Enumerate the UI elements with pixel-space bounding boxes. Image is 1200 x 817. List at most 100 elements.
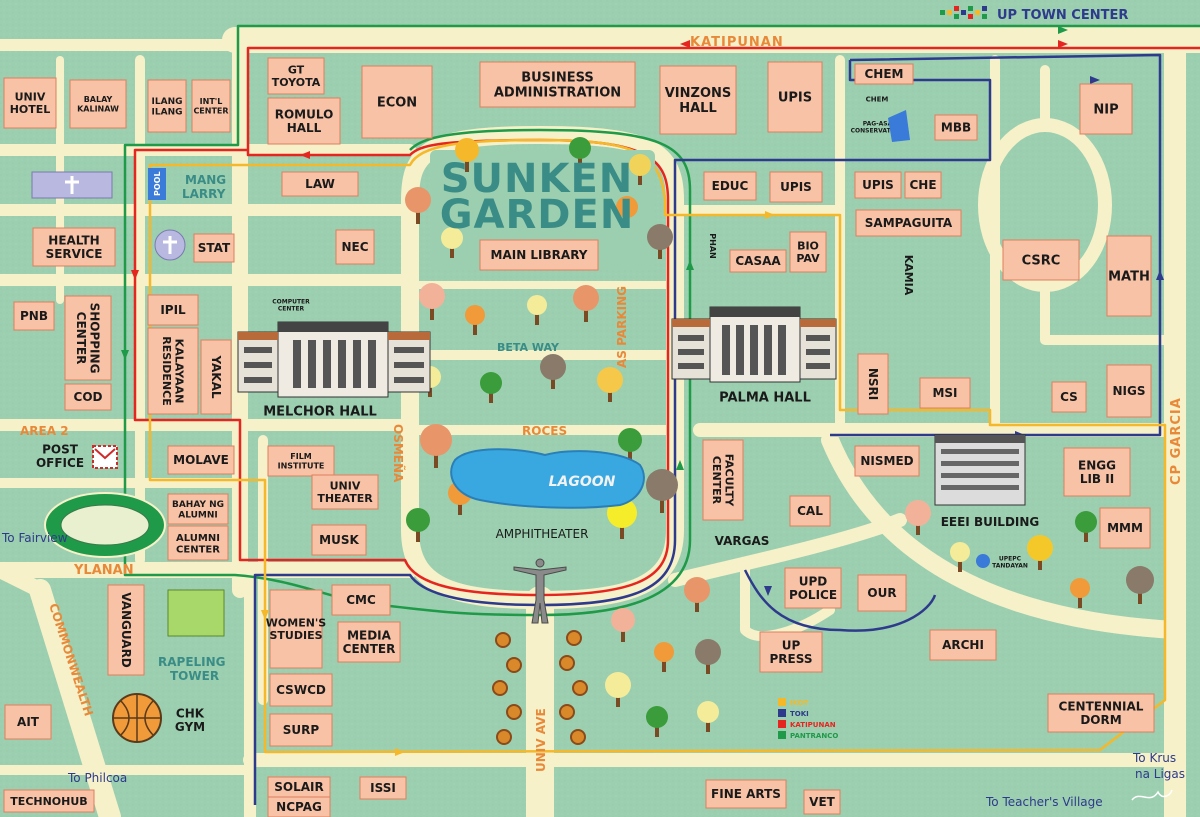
building-nigs[interactable]: NIGS <box>1106 364 1152 418</box>
parish-building[interactable] <box>154 229 186 261</box>
building-palma-hall[interactable]: PALMA HALL <box>719 391 811 406</box>
building-label: UPIS <box>780 180 812 194</box>
building-label-line: ARCHI <box>942 638 984 652</box>
building-cs[interactable]: CS <box>1051 381 1087 413</box>
building-stat[interactable]: STAT <box>193 233 235 263</box>
flower-icon <box>495 632 511 648</box>
building-ipil[interactable]: IPIL <box>147 294 199 326</box>
building-label-line: CHEM <box>865 67 904 81</box>
building-fine-arts[interactable]: FINE ARTS <box>705 779 787 809</box>
tree-icon <box>646 706 668 737</box>
building-sampaguita[interactable]: SAMPAGUITA <box>855 209 962 237</box>
building-msi[interactable]: MSI <box>919 377 971 409</box>
building-label: KALAYAANRESIDENCE <box>160 336 186 405</box>
building-pnb[interactable]: PNB <box>13 301 55 331</box>
building-vet[interactable]: VET <box>803 789 841 815</box>
building-law[interactable]: LAW <box>281 171 359 197</box>
building-upis-right[interactable]: UPIS <box>854 171 902 199</box>
melchor-hall-building[interactable] <box>237 321 431 398</box>
building-ait[interactable]: AIT <box>4 704 52 740</box>
building-educ[interactable]: EDUC <box>703 171 757 201</box>
building-our[interactable]: OUR <box>857 574 907 612</box>
track-oval[interactable] <box>44 492 166 558</box>
building-box <box>854 171 902 199</box>
building-vargas-bldg[interactable]: VARGAS <box>715 534 770 548</box>
lagoon-water[interactable] <box>450 448 645 509</box>
road-fairview[interactable] <box>0 562 48 598</box>
building-eeei[interactable]: EEEI BUILDING <box>941 515 1040 529</box>
building-upis-top[interactable]: UPIS <box>767 61 823 133</box>
building-vanguard[interactable]: VANGUARD <box>107 584 145 676</box>
building-casaa[interactable]: CASAA <box>729 249 787 273</box>
building-chem[interactable]: CHEM <box>854 63 914 85</box>
road-csrc-link[interactable] <box>1040 280 1180 345</box>
building-nismed[interactable]: NISMED <box>854 445 920 477</box>
road-commonwealth[interactable] <box>29 579 121 817</box>
chapel-building[interactable] <box>31 171 113 199</box>
building-econ[interactable]: ECON <box>361 65 433 139</box>
road-labels: KATIPUNAN CP GARCIA OSMEÑA ROCES BETA WA… <box>20 35 1184 772</box>
pool[interactable] <box>148 168 166 200</box>
direction-labels: To Fairview To Philcoa To Krus na Ligas … <box>1 531 1185 809</box>
building-surp[interactable]: SURP <box>269 713 333 747</box>
building-ncpag[interactable]: NCPAG <box>267 796 331 817</box>
building-che[interactable]: CHE <box>904 171 942 199</box>
building-solair[interactable]: SOLAIR <box>267 776 331 798</box>
building-musk[interactable]: MUSK <box>311 524 367 556</box>
building-technohub[interactable]: TECHNOHUB <box>3 789 95 813</box>
building-nip[interactable]: NIP <box>1079 83 1133 135</box>
building-melchor-hall[interactable]: MELCHOR HALL <box>263 405 377 420</box>
building-yakal[interactable]: YAKAL <box>200 339 232 415</box>
building-nsri[interactable]: NSRI <box>857 353 889 415</box>
building-cal[interactable]: CAL <box>789 495 831 527</box>
building-issi[interactable]: ISSI <box>359 776 407 800</box>
building-math[interactable]: MATH <box>1106 235 1152 317</box>
road-big-curve[interactable] <box>821 431 1184 639</box>
building-phan[interactable]: PHAN <box>708 233 717 258</box>
building-kamia[interactable]: KAMIA <box>902 255 915 296</box>
building-nec[interactable]: NEC <box>335 229 375 265</box>
eeei-building[interactable] <box>934 434 1026 506</box>
building-mbb[interactable]: MBB <box>934 114 978 141</box>
building-shopping-center[interactable]: SHOPPINGCENTER <box>64 295 112 381</box>
building-cswcd[interactable]: CSWCD <box>269 673 333 707</box>
building-csrc[interactable]: CSRC <box>1002 239 1080 281</box>
dmst-building[interactable] <box>167 589 225 637</box>
building-kalayaan[interactable]: KALAYAANRESIDENCE <box>147 327 199 415</box>
palma-hall-building[interactable] <box>671 306 837 383</box>
building-faculty-center[interactable]: FACULTYCENTER <box>702 439 744 521</box>
building-mmm[interactable]: MMM <box>1099 507 1151 549</box>
building-archi[interactable]: ARCHI <box>929 629 997 661</box>
building-chem-small[interactable]: CHEM <box>866 95 889 103</box>
building-molave[interactable]: MOLAVE <box>167 445 235 475</box>
building-upis-mid[interactable]: UPIS <box>769 171 823 203</box>
building-cod[interactable]: COD <box>64 383 112 411</box>
building-cmc[interactable]: CMC <box>331 584 391 616</box>
building-main-library[interactable]: MAIN LIBRARY <box>479 239 599 271</box>
